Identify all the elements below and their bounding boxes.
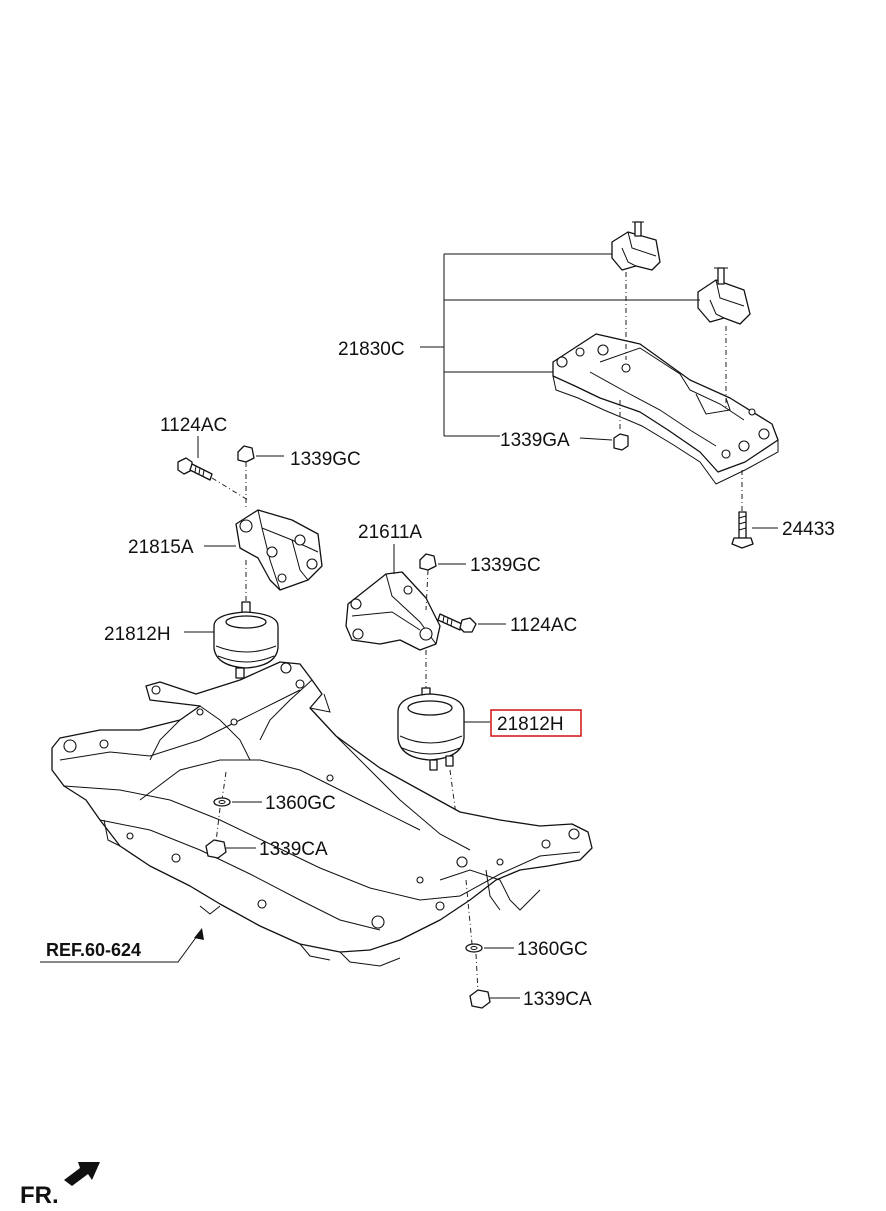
label-1339ga[interactable]: 1339GA [500,430,570,451]
label-1339gc-center[interactable]: 1339GC [470,555,541,576]
bolt-1124ac-left[interactable] [177,457,213,481]
insulator-21812h-center[interactable] [397,687,465,771]
label-21812h-center[interactable]: 21812H [497,714,564,735]
nut-1339gc-left[interactable] [237,445,255,463]
nut-1339ca-left[interactable] [205,839,227,859]
label-24433[interactable]: 24433 [782,519,835,540]
label-1360gc-right[interactable]: 1360GC [517,939,588,960]
trans-stud-block-upper[interactable] [611,221,661,271]
label-1339ca-right[interactable]: 1339CA [523,989,592,1010]
nut-1339ga[interactable] [613,433,629,451]
bracket-21815a[interactable] [235,509,323,591]
bolt-1124ac-center[interactable] [437,613,477,633]
front-subframe[interactable] [51,661,593,967]
washer-1360gc-right[interactable] [465,943,483,953]
label-1124ac-left[interactable]: 1124AC [160,415,227,436]
front-arrow-icon [64,1162,100,1186]
label-21830c[interactable]: 21830C [338,339,405,360]
label-1339gc-left[interactable]: 1339GC [290,449,361,470]
label-1360gc-left[interactable]: 1360GC [265,793,336,814]
transmission-mount-bracket[interactable] [552,333,779,485]
label-21815a[interactable]: 21815A [128,537,194,558]
nut-1339gc-center[interactable] [419,553,437,571]
bracket-21611a[interactable] [345,571,441,651]
insulator-21812h-left[interactable] [213,601,279,679]
bolt-24433[interactable] [731,511,754,549]
highlight-box [490,709,582,737]
label-21611a[interactable]: 21611A [358,522,422,543]
front-indicator-label: FR. [20,1182,59,1209]
nut-1339ca-right[interactable] [469,989,491,1009]
label-21812h-left[interactable]: 21812H [104,624,171,645]
label-1124ac-center[interactable]: 1124AC [510,615,577,636]
label-1339ca-left[interactable]: 1339CA [259,839,328,860]
washer-1360gc-left[interactable] [213,797,231,807]
reference-label[interactable]: REF.60-624 [46,940,141,960]
trans-stud-block-lower[interactable] [697,267,751,325]
